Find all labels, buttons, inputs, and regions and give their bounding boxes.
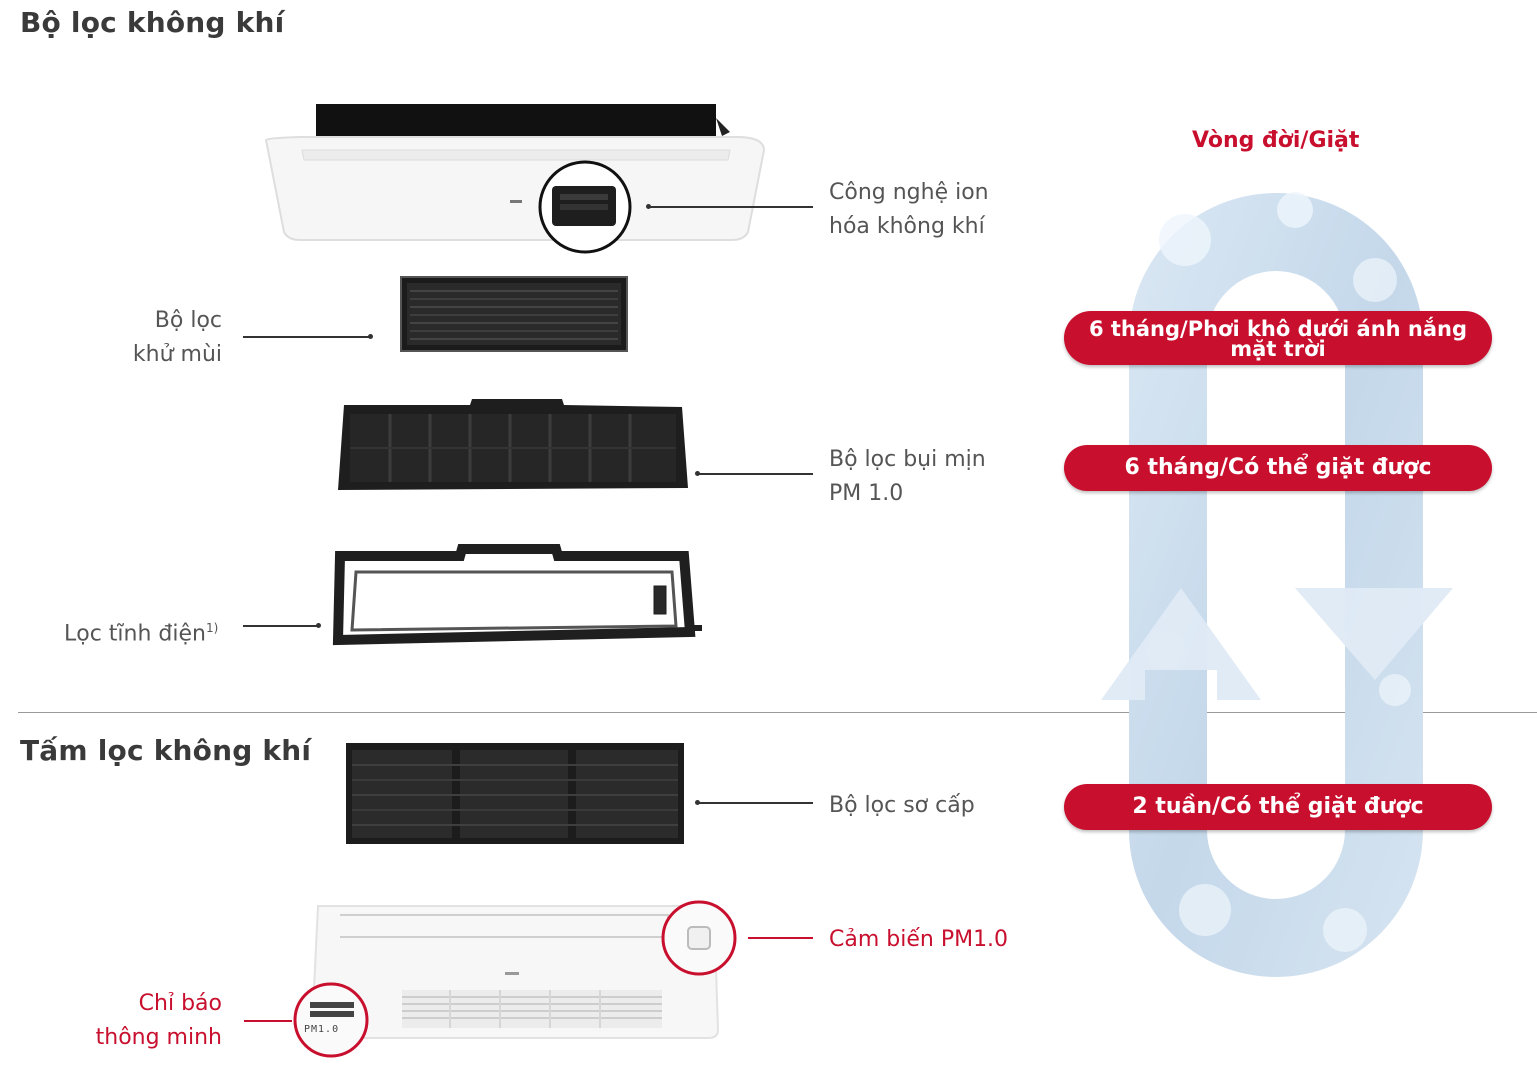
label-smart-indicator: Chỉ báo thông minh [60, 987, 222, 1055]
leader-pm-sensor [748, 937, 813, 939]
label-ionizer-line2: hóa không khí [829, 214, 985, 239]
label-ionizer: Công nghệ ion hóa không khí [829, 176, 989, 244]
smart-indicator-highlight-circle [293, 982, 369, 1058]
indoor-unit-bottom-image [293, 900, 737, 1058]
lifecycle-pill-deodor: 6 tháng/Phơi khô dưới ánh nắng mặt trời [1064, 311, 1492, 365]
label-pm-filter: Bộ lọc bụi mịn PM 1.0 [829, 443, 986, 511]
leader-deodor-dot [368, 334, 373, 339]
section-divider [18, 712, 1537, 713]
label-pm-line2: PM 1.0 [829, 481, 904, 506]
label-smart-line2: thông minh [95, 1025, 222, 1050]
lifecycle-loop-graphic [1101, 192, 1453, 977]
label-deodor-line1: Bộ lọc [154, 308, 222, 333]
leader-electrostatic [243, 625, 319, 627]
leader-ionizer-dot [646, 204, 651, 209]
leader-pm-filter-dot [695, 471, 700, 476]
label-deodor-line2: khử mùi [132, 342, 222, 367]
up-arrow-icon [1101, 588, 1261, 700]
label-electrostatic-text: Lọc tĩnh điện [64, 621, 206, 647]
label-ionizer-line1: Công nghệ ion [829, 180, 989, 205]
smart-indicator-display-text: PM1.0 [304, 1024, 340, 1035]
leader-prefilter [697, 802, 813, 804]
down-arrow-icon [1295, 588, 1453, 680]
lifecycle-pill-prefilter: 2 tuần/Có thể giặt được [1064, 784, 1492, 830]
pm-filter-image [338, 399, 688, 490]
lifecycle-pill-pm: 6 tháng/Có thể giặt được [1064, 445, 1492, 491]
lifecycle-title: Vòng đời/Giặt [1192, 128, 1360, 153]
section-title-air-filter: Bộ lọc không khí [20, 6, 285, 39]
section-title-air-filter-panel: Tấm lọc không khí [20, 734, 312, 767]
label-smart-line1: Chỉ báo [138, 991, 222, 1016]
leader-smart-indicator [244, 1020, 292, 1022]
leader-electrostatic-dot [316, 623, 321, 628]
lifecycle-pill-deodor-line2: mặt trời [1230, 337, 1326, 361]
lifecycle-pill-deodor-line1: 6 tháng/Phơi khô dưới ánh nắng [1088, 317, 1468, 341]
indoor-unit-top-image [264, 104, 766, 254]
label-pm-line1: Bộ lọc bụi mịn [829, 447, 986, 472]
leader-deodor [243, 336, 370, 338]
leader-pm-filter [697, 473, 813, 475]
leader-prefilter-dot [695, 800, 700, 805]
label-prefilter: Bộ lọc sơ cấp [829, 793, 975, 818]
label-electrostatic: Lọc tĩnh điện1) [64, 611, 218, 651]
label-deodor: Bộ lọc khử mùi [100, 304, 222, 372]
deodorization-filter-image [400, 276, 628, 352]
electrostatic-filter-image [332, 544, 702, 646]
label-pm-sensor: Cảm biến PM1.0 [829, 927, 1009, 952]
label-electrostatic-footnote: 1) [205, 621, 219, 635]
pre-filter-image [346, 743, 684, 844]
leader-ionizer [650, 206, 813, 208]
